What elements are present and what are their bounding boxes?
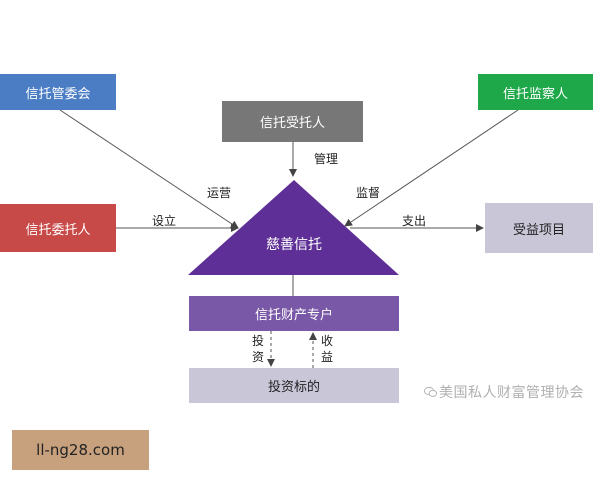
node-supervisor: 信托监察人 bbox=[478, 74, 593, 110]
label-invest: 投资 bbox=[251, 334, 264, 364]
node-settlor: 信托委托人 bbox=[0, 204, 116, 252]
watermark-text: 美国私人财富管理协会 bbox=[439, 385, 584, 401]
watermark: 美国私人财富管理协会 bbox=[424, 382, 584, 402]
edge-operate bbox=[59, 109, 239, 229]
label-operate: 运营 bbox=[207, 186, 232, 200]
label-establish: 设立 bbox=[152, 214, 177, 228]
node-trustee: 信托受托人 bbox=[222, 101, 363, 142]
label-manage: 管理 bbox=[314, 152, 339, 166]
label-expend: 支出 bbox=[402, 214, 427, 228]
node-property-account: 信托财产专户 bbox=[189, 296, 399, 331]
node-committee: 信托管委会 bbox=[0, 74, 116, 110]
edge-supervise bbox=[344, 109, 519, 227]
label-income: 收益 bbox=[320, 334, 333, 364]
charity-trust-triangle bbox=[188, 180, 399, 275]
node-investment-target: 投资标的 bbox=[189, 368, 399, 403]
label-supervise: 监督 bbox=[356, 186, 381, 200]
wechat-icon bbox=[424, 386, 437, 397]
node-beneficiary: 受益项目 bbox=[485, 203, 593, 253]
site-badge: ll-ng28.com bbox=[12, 430, 149, 470]
node-charity-trust-label: 慈善信托 bbox=[266, 237, 322, 253]
